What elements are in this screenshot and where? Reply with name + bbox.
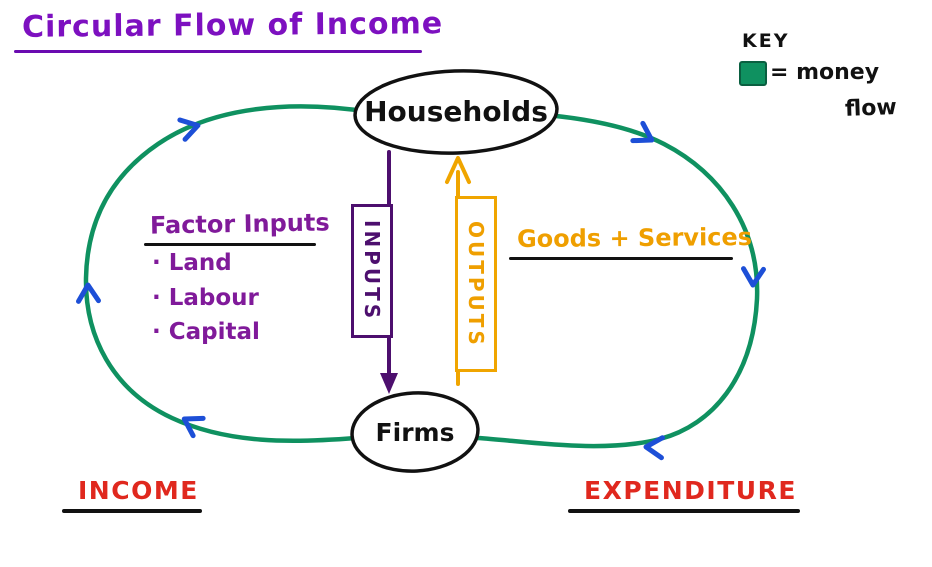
factor-input-item: · Capital [152,319,260,345]
expenditure-label: EXPENDITURE [584,476,797,505]
factor-inputs-underline [144,243,316,246]
flow-arrowhead-icon [177,117,201,142]
expenditure-underline [568,509,800,513]
flow-arrowhead-icon [643,435,666,461]
households-node [353,69,559,155]
inputs-label-box: INPUTS [351,204,393,338]
factor-inputs-heading: Factor Inputs [149,208,330,240]
key-money-text: = money [770,60,880,85]
outputs-label-box: OUTPUTS [455,196,497,372]
flow-arrowhead-icon [740,266,766,288]
key-flow-text: flow [844,95,898,122]
goods-services-heading: Goods + Services [516,222,753,254]
income-label: INCOME [78,476,199,505]
firms-node [350,391,480,473]
page-title: Circular Flow of Income [21,6,444,45]
key-heading: KEY [742,30,790,52]
outputs-label: OUTPUTS [464,220,488,348]
income-underline [62,509,202,513]
flow-arrowhead-icon [181,415,206,439]
title-underline [14,50,422,53]
flow-arrowhead-icon [75,282,101,304]
factor-input-item: · Labour [152,285,259,311]
factor-input-item: · Land [152,250,232,276]
flow-direction-arrowheads [75,117,766,461]
households-node-label: Households [364,95,548,128]
inputs-label: INPUTS [360,220,384,322]
goods-services-underline [509,257,733,260]
flow-arrowhead-icon [630,120,655,144]
money-flow-swatch-icon [739,61,767,86]
firms-node-label: Firms [375,418,455,447]
